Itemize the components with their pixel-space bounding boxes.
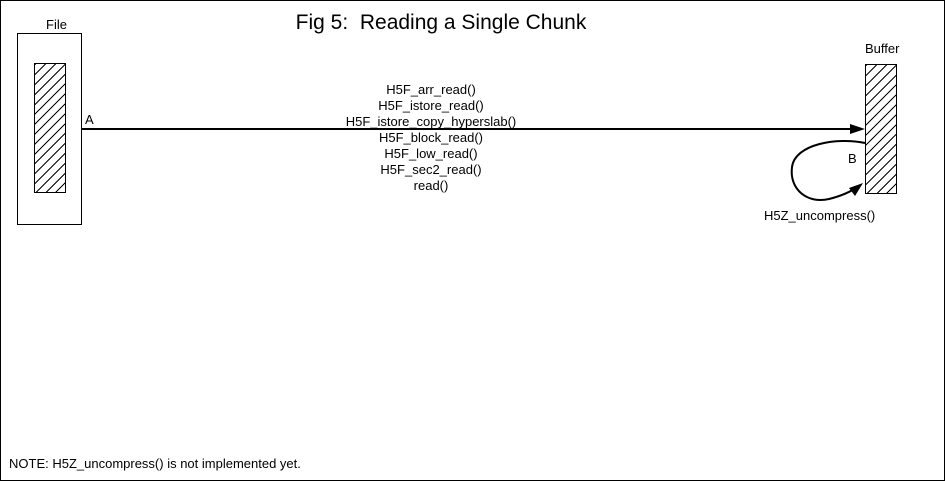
file-label: File bbox=[46, 17, 67, 32]
arrow-b-label: B bbox=[848, 151, 857, 166]
uncompress-function-label: H5Z_uncompress() bbox=[764, 208, 876, 223]
note-text: NOTE: H5Z_uncompress() is not implemente… bbox=[9, 456, 301, 471]
arrow-a-head-icon bbox=[850, 124, 865, 134]
arrow-b-head-icon bbox=[849, 183, 863, 196]
call-stack-item: read() bbox=[413, 178, 449, 193]
file-chunk-hatched-rect bbox=[34, 63, 66, 193]
call-stack-item: H5F_istore_copy_hyperslab() bbox=[345, 114, 517, 129]
buffer-label: Buffer bbox=[865, 41, 900, 56]
call-stack-item: H5F_sec2_read() bbox=[380, 162, 482, 177]
figure-title: Fig 5: Reading a Single Chunk bbox=[295, 11, 587, 34]
call-stack-item: H5F_block_read() bbox=[378, 130, 484, 145]
arrow-a-label: A bbox=[85, 112, 94, 127]
call-stack-item: H5F_low_read() bbox=[384, 146, 478, 161]
arrow-b-loop bbox=[790, 139, 866, 201]
call-stack-item: H5F_arr_read() bbox=[386, 82, 476, 97]
call-stack: H5F_arr_read() H5F_istore_read() H5F_ist… bbox=[231, 82, 631, 194]
call-stack-item: H5F_istore_read() bbox=[378, 98, 484, 113]
buffer-hatched-rect bbox=[865, 64, 897, 194]
